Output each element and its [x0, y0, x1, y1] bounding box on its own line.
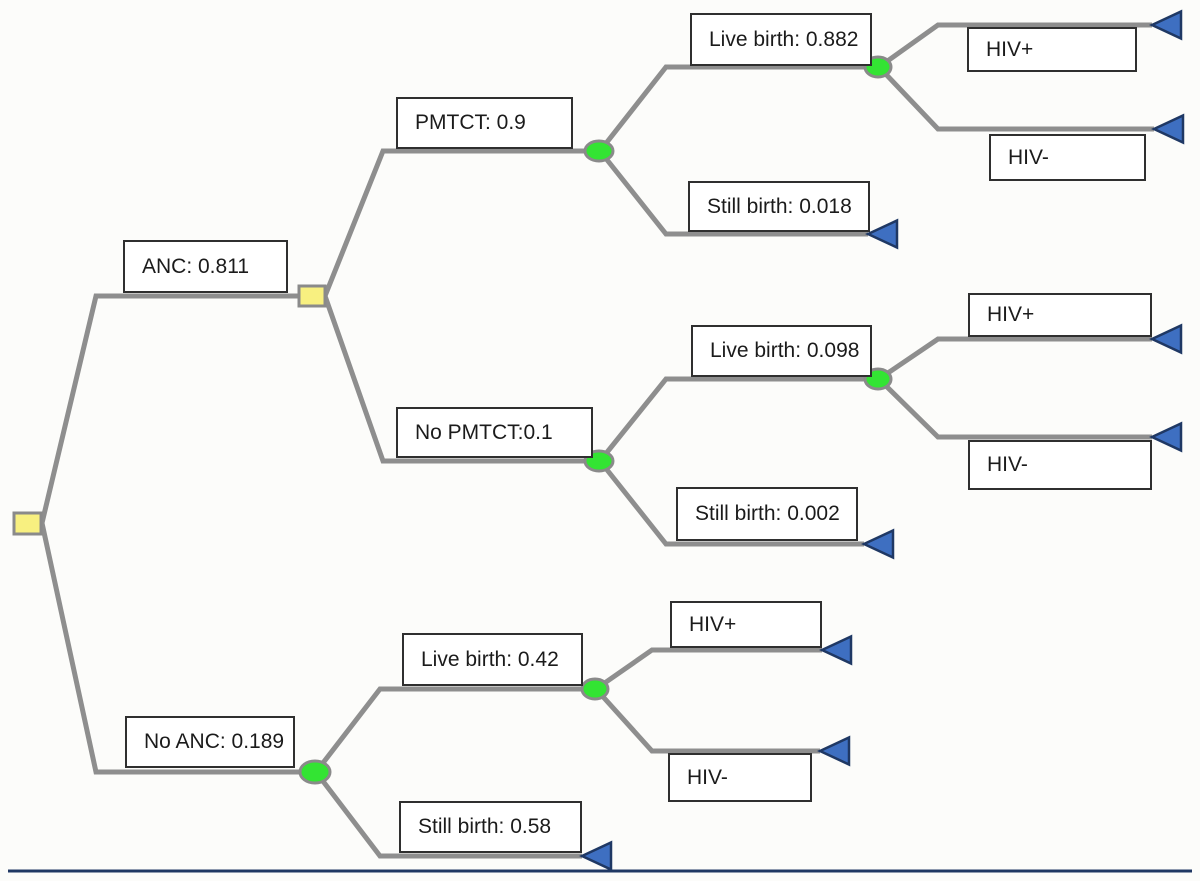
terminal-node-icon-anc-pmtct-live-hiv-pos: [1149, 9, 1183, 41]
branch-line-anc-pmtct-still-birth: [598, 149, 868, 237]
decision-node-icon-anc: [297, 284, 327, 308]
branch-box-no-anc: No ANC: 0.189: [125, 716, 295, 768]
terminal-node-icon-no-anc-still-birth: [579, 840, 613, 872]
branch-line-no-pmtct: [322, 295, 588, 464]
branch-box-no-pmtct: No PMTCT:0.1: [396, 407, 593, 458]
branch-line-no-pmtct-live-hiv-neg: [877, 377, 1152, 440]
branch-box-no-pmtct-live-hiv-pos: HIV+: [968, 293, 1152, 337]
branch-box-anc-pmtct-still-birth: Still birth: 0.018: [688, 181, 870, 232]
chance-node-icon-no-anc: [298, 759, 332, 785]
branch-box-anc-pmtct-live-hiv-neg: HIV-: [989, 134, 1146, 181]
terminal-node-icon-no-pmtct-live-hiv-pos: [1149, 323, 1183, 355]
chance-node-icon-no-anc-live-birth: [580, 677, 610, 701]
branch-line-no-anc-live-birth: [314, 686, 583, 774]
terminal-node-icon-no-anc-live-hiv-pos: [819, 634, 853, 666]
branch-line-no-pmtct-live-birth: [598, 376, 867, 463]
branch-box-anc: ANC: 0.811: [123, 240, 288, 293]
branch-line-anc-pmtct-live-hiv-neg: [877, 65, 1154, 132]
branch-box-no-anc-still-birth: Still birth: 0.58: [399, 801, 582, 853]
branch-line-no-anc-live-hiv-neg: [594, 687, 820, 754]
branch-box-no-anc-live-hiv-pos: HIV+: [670, 601, 822, 648]
branch-line-no-anc-still-birth: [314, 770, 582, 859]
branch-box-no-pmtct-live-hiv-neg: HIV-: [968, 440, 1152, 490]
branch-box-no-pmtct-still-birth: Still birth: 0.002: [676, 487, 858, 541]
branch-line-anc-pmtct-live-birth: [598, 64, 867, 153]
decision-node-icon-root: [12, 511, 43, 536]
branch-line-no-anc: [39, 522, 302, 775]
terminal-node-icon-no-pmtct-still-birth: [861, 528, 895, 560]
branch-line-no-pmtct-live-hiv-pos: [877, 336, 1152, 382]
terminal-node-icon-anc-pmtct-still-birth: [865, 218, 899, 250]
branch-box-no-anc-live-hiv-neg: HIV-: [668, 753, 812, 802]
terminal-node-icon-no-pmtct-live-hiv-neg: [1149, 421, 1183, 453]
branch-box-pmtct: PMTCT: 0.9: [396, 97, 573, 149]
branch-line-anc-pmtct-live-hiv-pos: [877, 22, 1152, 70]
branch-line-pmtct: [322, 148, 588, 297]
terminal-node-icon-no-anc-live-hiv-neg: [817, 735, 851, 767]
branch-line-anc: [39, 293, 300, 524]
branch-box-anc-pmtct-live-hiv-pos: HIV+: [967, 27, 1137, 72]
branch-box-no-anc-live-birth: Live birth: 0.42: [402, 633, 583, 686]
branch-box-no-pmtct-live-birth: Live birth: 0.098: [691, 325, 872, 377]
chance-node-icon-pmtct: [583, 139, 615, 163]
branch-line-no-pmtct-still-birth: [598, 459, 864, 547]
branch-box-anc-pmtct-live-birth: Live birth: 0.882: [690, 13, 872, 66]
terminal-node-icon-anc-pmtct-live-hiv-neg: [1151, 113, 1185, 145]
branch-line-no-anc-live-hiv-pos: [594, 647, 822, 692]
